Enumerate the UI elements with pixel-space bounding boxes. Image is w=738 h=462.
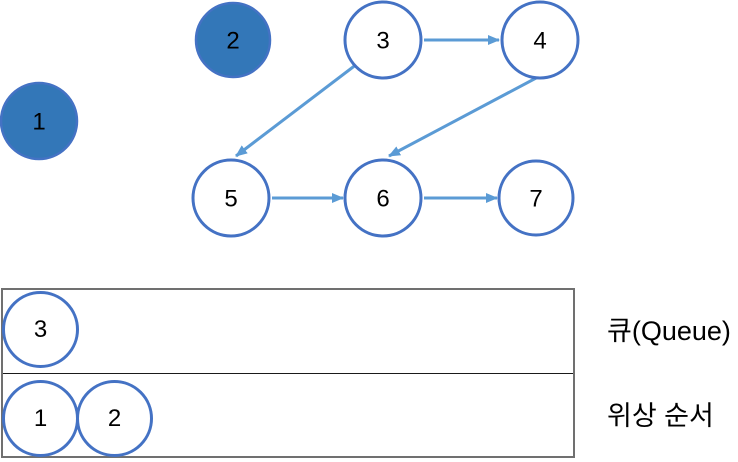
graph-node-2: 2: [194, 1, 272, 79]
queue-row: 3: [2, 290, 573, 374]
topological-sort-graph: 1 2 3 4 5 6 7: [0, 0, 580, 238]
graph-node-5: 5: [191, 158, 271, 238]
graph-node-label-4: 4: [533, 28, 546, 55]
graph-node-6: 6: [343, 158, 423, 238]
graph-node-3: 3: [343, 0, 423, 80]
graph-node-7: 7: [497, 159, 575, 237]
graph-node-label-6: 6: [376, 186, 389, 213]
graph-node-label-7: 7: [529, 186, 542, 213]
table-circle-1: 1: [2, 380, 79, 457]
graph-node-label-5: 5: [224, 186, 237, 213]
graph-node-label-2: 2: [226, 28, 239, 55]
graph-node-1: 1: [0, 81, 79, 161]
graph-node-4: 4: [500, 0, 580, 80]
queue-label: 큐(Queue): [607, 316, 731, 346]
graph-node-label-1: 1: [32, 109, 45, 136]
topological-order-label: 위상 순서: [607, 401, 714, 431]
edge-3-5: [235, 62, 358, 158]
table-circle-2: 2: [76, 380, 153, 457]
edge-4-6: [388, 75, 539, 158]
table-circle-3: 3: [2, 291, 79, 368]
graph-node-label-3: 3: [376, 28, 389, 55]
